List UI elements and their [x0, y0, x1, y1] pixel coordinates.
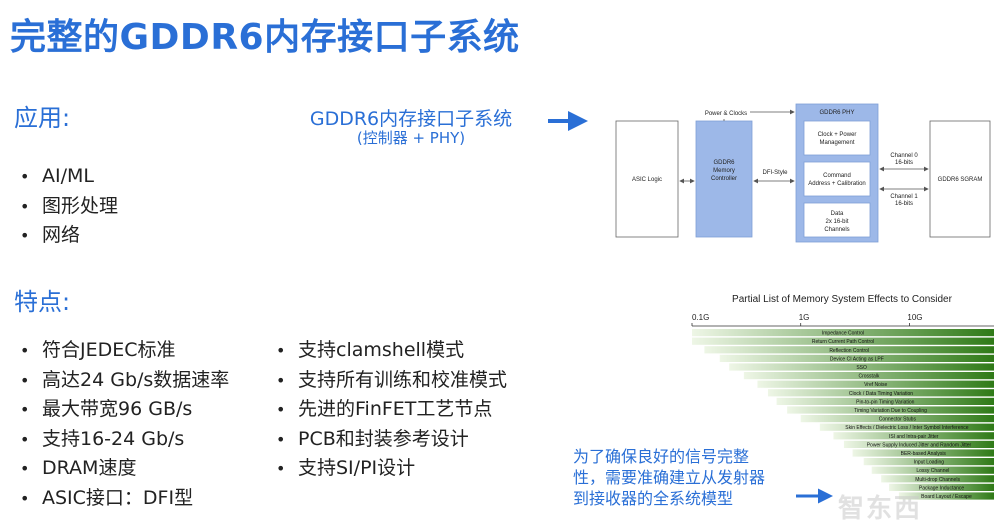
chart-bar-label: ISI and Intra-pair Jitter — [889, 434, 939, 440]
features-list-left: 符合JEDEC标准 高达24 Gb/s数据速率 最大带宽96 GB/s 支持16… — [20, 336, 229, 513]
chart-bar-label: Return Current Path Control — [812, 339, 874, 345]
list-item: PCB和封装参考设计 — [276, 425, 507, 455]
phy-block-data-line-3: Channels — [824, 227, 849, 233]
block-diagram: ASIC Logic GDDR6 Memory Controller Power… — [615, 103, 991, 243]
channel1-line-1: Channel 1 — [890, 194, 918, 200]
chart-bar — [704, 346, 994, 354]
chart-bar-label: Clock / Data Timing Variation — [849, 391, 913, 397]
list-item: 图形处理 — [20, 192, 118, 222]
features-heading: 特点: — [14, 288, 71, 316]
phy-block-command-line-1: Command — [823, 173, 851, 179]
channel0-line-2: 16-bits — [895, 160, 913, 166]
chart-bar — [843, 440, 994, 448]
phy-block-data-line-1: Data — [831, 211, 844, 217]
chart-bar — [889, 483, 994, 491]
chart-bar — [767, 389, 994, 397]
chart-bar-label: Lossy Channel — [916, 468, 949, 474]
sgram-box — [929, 120, 991, 238]
chart-bar-label: Input Loading — [914, 460, 945, 466]
list-item: 最大带宽96 GB/s — [20, 395, 229, 425]
watermark: 智东西 — [838, 494, 923, 524]
phy-block-command — [803, 161, 871, 197]
chart-bar — [743, 372, 994, 380]
list-item: 网络 — [20, 221, 118, 251]
page-title: 完整的GDDR6内存接口子系统 — [10, 17, 520, 58]
list-item: AI/ML — [20, 162, 118, 192]
controller-line-3: Controller — [711, 176, 737, 182]
phy-block-command-line-2: Address + Calibration — [808, 181, 866, 187]
chart-bar-label: Vref Noise — [864, 382, 887, 388]
diagram-caption: GDDR6内存接口子系统 (控制器 + PHY) — [296, 104, 526, 146]
dfi-label: DFI-Style — [762, 170, 788, 176]
chart-bar — [757, 380, 994, 388]
applications-heading: 应用: — [14, 104, 71, 132]
chart-bar-label: Skin Effects / Dielectric Loss / Inter S… — [845, 425, 969, 431]
chart-bar-label: Connector Stubs — [879, 417, 917, 423]
chart-bar — [881, 475, 994, 483]
list-item: 支持所有训练和校准模式 — [276, 366, 507, 396]
chart-bar-label: Impedance Control — [822, 331, 864, 337]
chart-bar-label: Board Layout / Escape — [921, 494, 972, 500]
chart-bar — [819, 423, 994, 431]
phy-block-data-line-2: 2x 16-bit — [825, 219, 848, 225]
chart-bar — [852, 449, 994, 457]
chart-bar-label: Multi-drop Channels — [915, 477, 960, 483]
chart-bar-label: Crosstalk — [859, 374, 880, 380]
channel0-line-1: Channel 0 — [890, 153, 918, 159]
channel1-line-2: 16-bits — [895, 201, 913, 207]
signal-integrity-note: 为了确保良好的信号完整性，需要准确建立从发射器到接收器的全系统模型 — [573, 447, 766, 508]
phy-block-clock-line-1: Clock + Power — [818, 132, 857, 138]
list-item: 高达24 Gb/s数据速率 — [20, 366, 229, 396]
list-item: 支持16-24 Gb/s — [20, 425, 229, 455]
phy-block-clock-line-2: Management — [819, 140, 854, 146]
chart-bar-label: Device CI Acting as LPF — [830, 356, 884, 362]
chart-bar-label: SSO — [856, 365, 867, 371]
phy-block-clock — [803, 120, 871, 156]
chart-bar — [719, 354, 994, 362]
chart-tick-label: 1G — [799, 313, 810, 322]
controller-line-2: Memory — [713, 168, 735, 174]
diagram-caption-line1: GDDR6内存接口子系统 — [309, 108, 513, 130]
chart-bar-label: Power Supply Induced Jitter and Random J… — [867, 442, 972, 448]
diagram-caption-line2: (控制器 + PHY) — [356, 129, 466, 147]
chart-bar-label: BER-based Analysis — [901, 451, 947, 457]
chart-bar — [800, 415, 994, 423]
chart-bar-label: Timing Variation Due to Coupling — [854, 408, 927, 414]
sgram-label: GDDR6 SGRAM — [938, 177, 983, 183]
chart-bar-label: Package Inductance — [919, 485, 965, 491]
phy-block-data — [803, 202, 871, 238]
asic-logic-label: ASIC Logic — [632, 177, 662, 183]
list-item: 先进的FinFET工艺节点 — [276, 395, 507, 425]
chart-bar — [692, 329, 994, 337]
chart-bar-label: Reflection Control — [829, 348, 869, 354]
chart-bar — [729, 363, 994, 371]
chart-bar — [787, 406, 994, 414]
phy-title: GDDR6 PHY — [819, 110, 854, 116]
list-item: 符合JEDEC标准 — [20, 336, 229, 366]
chart-bar — [692, 337, 994, 345]
list-item: DRAM速度 — [20, 454, 229, 484]
asic-logic-box — [615, 120, 679, 238]
chart-bar-label: Pin-to-pin Timing Variation — [856, 399, 914, 405]
chart-tick-label: 10G — [907, 313, 922, 322]
chart-bar — [898, 492, 994, 500]
power-clocks-label: Power & Clocks — [705, 111, 747, 117]
controller-line-1: GDDR6 — [713, 160, 735, 166]
chart-bar — [776, 397, 994, 405]
list-item: ASIC接口：DFI型 — [20, 484, 229, 514]
chart-bar — [871, 466, 994, 474]
applications-list: AI/ML 图形处理 网络 — [20, 162, 118, 251]
features-list-right: 支持clamshell模式 支持所有训练和校准模式 先进的FinFET工艺节点 … — [276, 336, 507, 484]
chart-title: Partial List of Memory System Effects to… — [732, 294, 953, 305]
list-item: 支持clamshell模式 — [276, 336, 507, 366]
chart-bar — [863, 458, 994, 466]
effects-chart: Partial List of Memory System Effects to… — [691, 294, 994, 500]
list-item: 支持SI/PI设计 — [276, 454, 507, 484]
chart-tick-label: 0.1G — [692, 313, 709, 322]
chart-bar — [833, 432, 994, 440]
